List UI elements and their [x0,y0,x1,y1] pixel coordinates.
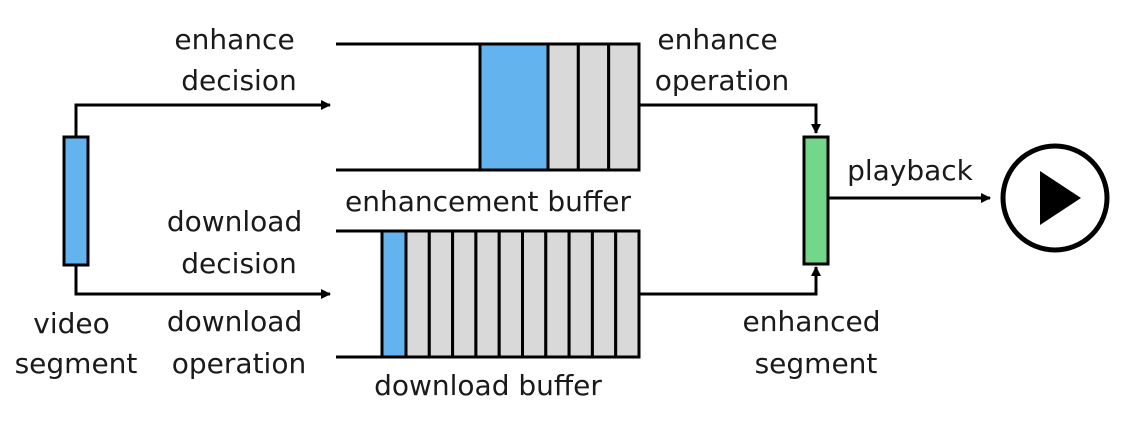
buffer-slot-empty [576,42,611,172]
enhance-decision-arrow [74,100,331,137]
buffer-slot-empty [546,42,580,172]
video-segment-label: video segment [15,307,138,380]
buffer-slot-empty [607,42,641,172]
download-decision-label: download decision [167,205,311,280]
enhanced-segment-arrow [639,266,821,296]
enhance-operation-arrow [639,103,821,134]
buffer-slot-empty [544,229,571,359]
buffer-slot-empty [451,229,478,359]
enhance-operation-label: enhance operation [655,23,789,97]
playback-label: playback [847,154,974,187]
buffer-slot-empty [567,229,594,359]
enhance-decision-label: enhance decision [174,23,303,97]
buffer-slot-filled [380,229,408,359]
download-buffer-slots [380,229,641,359]
download-operation-label: download operation [167,305,311,380]
buffer-slot-empty [614,229,641,359]
buffer-slot-empty [474,229,501,359]
enhancement-buffer [336,42,641,172]
download-buffer-label: download buffer [374,369,602,402]
video-segment-block [62,135,90,267]
buffer-slot-empty [590,229,618,359]
buffer-slot-empty [427,229,455,359]
enhanced-segment-block [802,135,830,266]
download-operation-arrow [74,265,331,299]
buffer-slot-empty [497,229,525,359]
enhancement-buffer-slots [478,42,641,172]
enhanced-segment-label: enhanced segment [743,305,890,380]
enhancement-buffer-label: enhancement buffer [345,185,631,218]
buffer-slot-filled [478,42,550,172]
download-buffer [336,229,641,359]
buffer-slot-empty [404,229,431,359]
buffer-slot-empty [521,229,548,359]
play-button-icon [1000,143,1110,253]
